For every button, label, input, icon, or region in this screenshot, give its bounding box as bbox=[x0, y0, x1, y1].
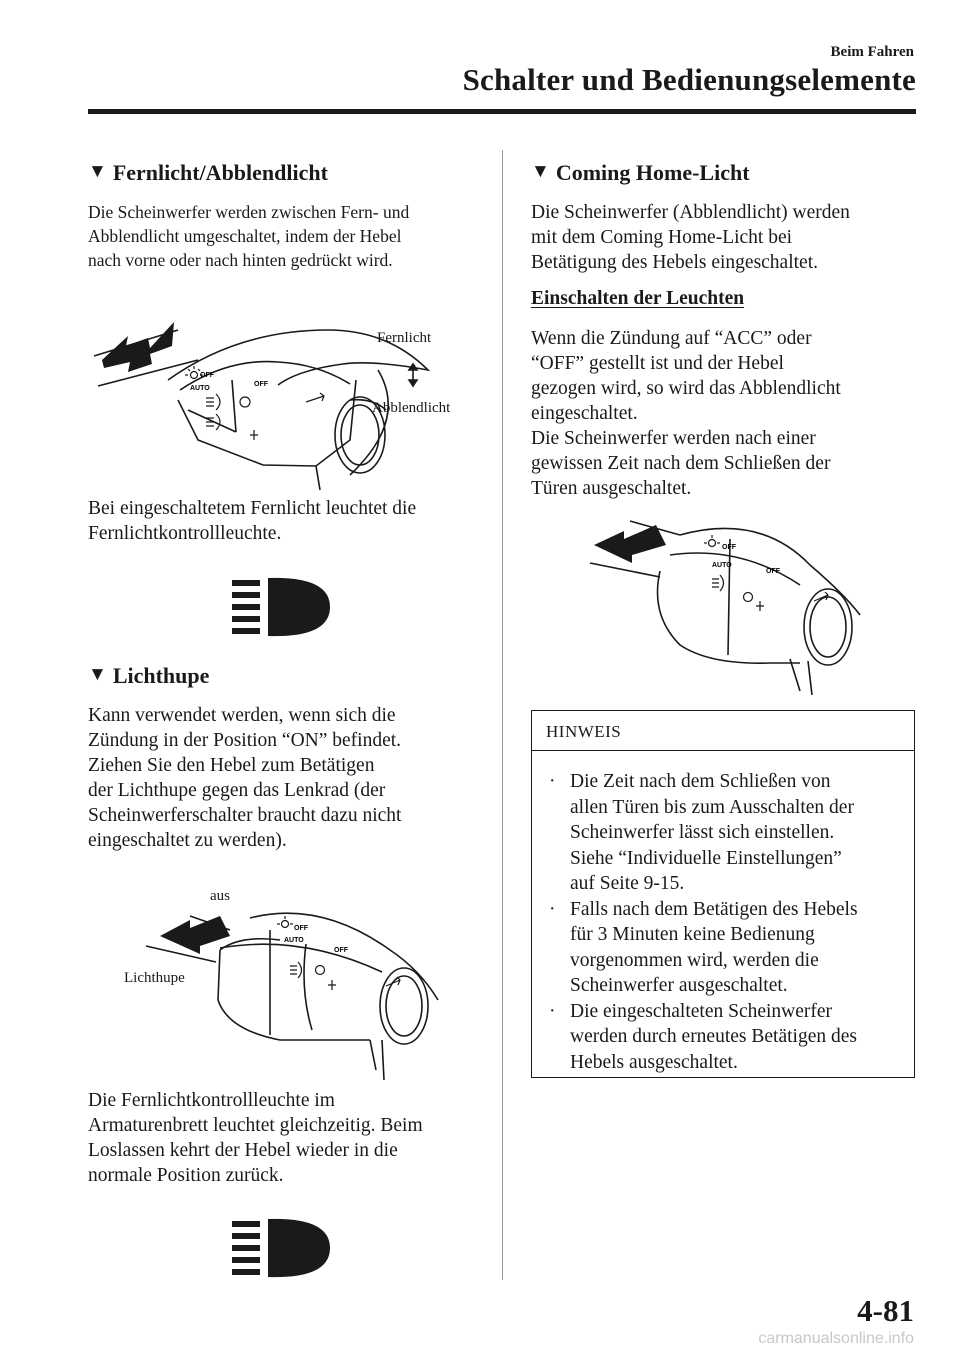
section-title-lichthupe: ▼ Lichthupe bbox=[88, 663, 210, 688]
lever-auto-mark: AUTO bbox=[190, 385, 210, 392]
high-beam-indicator-icon bbox=[232, 577, 330, 637]
section-title-fernlicht: ▼ Fernlicht/Abblendlicht bbox=[88, 160, 328, 185]
bullet-icon: · bbox=[549, 898, 556, 920]
label-fernlicht: Fernlicht bbox=[377, 330, 432, 346]
note-item: · Falls nach dem Betätigen des Hebels fü… bbox=[549, 898, 858, 997]
einschalten-paragraph: Wenn die Zündung auf “ACC” oder “OFF” ge… bbox=[531, 328, 841, 499]
fernlicht-indicator-paragraph: Bei eingeschaltetem Fernlicht leuchtet d… bbox=[88, 498, 417, 544]
watermark: carmanualsonline.info bbox=[758, 1330, 914, 1347]
triangle-icon: ▼ bbox=[88, 664, 107, 685]
note-list: · Die Zeit nach dem Schließen von allen … bbox=[546, 769, 906, 1075]
bullet-icon: · bbox=[549, 771, 556, 792]
running-header-title: Schalter und Bedienungselemente bbox=[462, 62, 916, 97]
high-beam-indicator-icon bbox=[232, 1218, 330, 1278]
triangle-icon: ▼ bbox=[88, 161, 107, 182]
lichthupe-release-paragraph: Die Fernlichtkontrollleuchte im Armature… bbox=[88, 1090, 423, 1186]
note-item: · Die eingeschalteten Scheinwerfer werde… bbox=[549, 1000, 857, 1073]
label-abblendlicht: Abblendlicht bbox=[372, 400, 451, 416]
subheading-einschalten: Einschalten der Leuchten bbox=[531, 288, 745, 309]
label-aus: aus bbox=[210, 888, 230, 904]
section-title-coming-home: ▼ Coming Home-Licht bbox=[531, 160, 750, 185]
lever-off-mark-1: OFF bbox=[200, 372, 215, 379]
column-divider bbox=[502, 150, 503, 1280]
running-header-section: Beim Fahren bbox=[830, 44, 914, 60]
bullet-icon: · bbox=[549, 1000, 556, 1022]
lever-off-mark-2: OFF bbox=[254, 381, 269, 388]
note-title: HINWEIS bbox=[532, 711, 914, 751]
header-rule bbox=[88, 109, 916, 114]
lever-auto-mark-3: AUTO bbox=[712, 562, 732, 569]
triangle-icon: ▼ bbox=[531, 161, 550, 182]
coming-home-paragraph: Die Scheinwerfer (Abblendlicht) werden m… bbox=[531, 202, 850, 273]
lever-off-mark-6: OFF bbox=[766, 568, 781, 575]
page-number: 4-81 bbox=[857, 1293, 914, 1328]
lever-figure-coming-home: OFF AUTO OFF bbox=[589, 520, 861, 695]
lichthupe-paragraph: Kann verwendet werden, wenn sich die Zün… bbox=[88, 705, 402, 851]
lever-figure-lichthupe: OFF AUTO OFF bbox=[145, 912, 439, 1080]
label-lichthupe: Lichthupe bbox=[124, 970, 185, 986]
lever-off-mark-4: OFF bbox=[334, 947, 349, 954]
lever-figure-fernlicht: OFF AUTO OFF bbox=[93, 322, 431, 490]
lever-off-mark-5: OFF bbox=[722, 544, 737, 551]
lever-off-mark-3: OFF bbox=[294, 925, 309, 932]
note-item: · Die Zeit nach dem Schließen von allen … bbox=[549, 771, 854, 894]
lever-auto-mark-2: AUTO bbox=[284, 937, 304, 944]
fernlicht-paragraph: Die Scheinwerfer werden zwischen Fern- u… bbox=[88, 202, 410, 270]
note-box: HINWEIS · Die Zeit nach dem Schließen vo… bbox=[531, 710, 915, 1078]
